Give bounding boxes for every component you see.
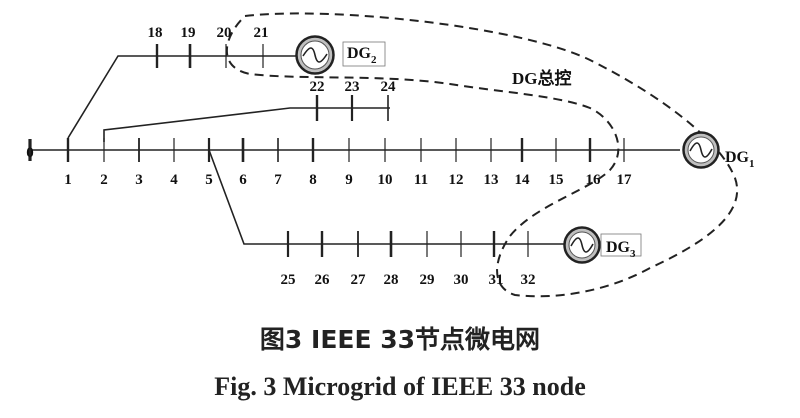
node-label-28: 28: [384, 272, 399, 288]
dg1-label-sub: 1: [749, 158, 755, 170]
dg-control-zone-label: DG总控: [512, 68, 572, 88]
node-label-27: 27: [351, 272, 367, 288]
node-label-26: 26: [315, 272, 331, 288]
dg1-sine-icon: [689, 142, 713, 158]
node-label-18: 18: [148, 25, 163, 41]
dg3-label-sub: 3: [630, 248, 636, 260]
node-label-31: 31: [489, 272, 504, 288]
figure-caption-chinese: 图3 IEEE 33节点微电网: [259, 325, 541, 354]
node-label-8: 8: [309, 172, 317, 188]
dg2-sine-icon: [302, 47, 328, 63]
node-label-25: 25: [281, 272, 296, 288]
node-label-6: 6: [239, 172, 247, 188]
node-label-0: 0: [26, 145, 34, 161]
dg3-label-main: DG: [606, 239, 631, 256]
node-label-15: 15: [549, 172, 564, 188]
node-label-20: 20: [217, 25, 232, 41]
dg3-sine-icon: [570, 237, 594, 253]
dg2-generator: DG2: [295, 35, 386, 75]
dg3-label-box: [600, 233, 642, 257]
bus-ticks: [28, 44, 625, 257]
node-label-13: 13: [484, 172, 499, 188]
node-label-29: 29: [420, 272, 435, 288]
node-label-14: 14: [515, 172, 531, 188]
node-label-32: 32: [521, 272, 536, 288]
node-label-3: 3: [135, 172, 143, 188]
dg1-label: DG1: [725, 149, 755, 170]
dg3-label: DG3: [606, 239, 636, 260]
dg1-generator: DG1: [682, 131, 755, 170]
branch-mid-line: [103, 107, 390, 142]
node-label-19: 19: [181, 25, 196, 41]
node-label-10: 10: [378, 172, 393, 188]
dg2-label-sub: 2: [371, 54, 377, 66]
dg3-generator: DG3: [563, 226, 642, 264]
node-label-22: 22: [310, 79, 325, 95]
node-label-23: 23: [345, 79, 360, 95]
node-label-30: 30: [454, 272, 469, 288]
node-label-12: 12: [449, 172, 464, 188]
node-label-1: 1: [64, 172, 72, 188]
node-label-17: 17: [617, 172, 633, 188]
figure-caption-english: Fig. 3 Microgrid of IEEE 33 node: [214, 372, 586, 401]
node-label-7: 7: [274, 172, 282, 188]
dg2-label-main: DG: [347, 45, 372, 62]
node-label-9: 9: [345, 172, 353, 188]
node-label-21: 21: [254, 25, 269, 41]
dg2-label: DG2: [347, 45, 377, 66]
dg1-label-main: DG: [725, 149, 750, 166]
node-label-11: 11: [414, 172, 428, 188]
node-label-4: 4: [170, 172, 178, 188]
branch-top-line: [67, 55, 300, 139]
node-label-24: 24: [381, 79, 397, 95]
dg-control-zone-boundary: [225, 12, 738, 298]
node-label-5: 5: [205, 172, 213, 188]
node-label-16: 16: [586, 172, 602, 188]
dg2-label-box: [342, 41, 386, 67]
node-label-2: 2: [100, 172, 108, 188]
